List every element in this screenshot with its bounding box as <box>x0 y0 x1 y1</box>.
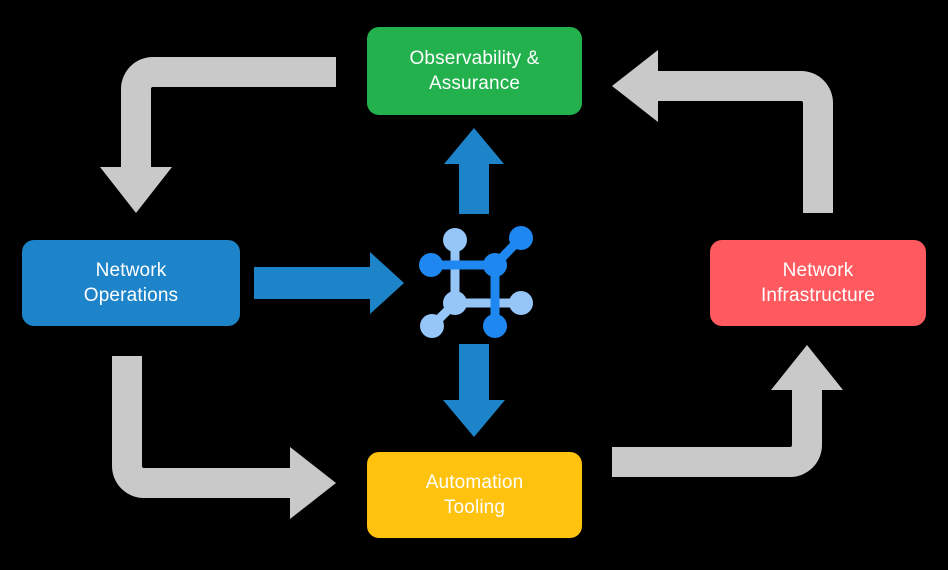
connector-center-to-observability <box>444 128 504 214</box>
node-automation-tooling[interactable]: Automation Tooling <box>367 452 582 538</box>
node-label-automation-tooling: Automation Tooling <box>425 471 524 518</box>
connector-operations-to-automation <box>112 356 336 519</box>
network-topology-icon <box>419 226 533 338</box>
connector-operations-to-center <box>254 252 404 314</box>
connector-center-to-automation <box>443 344 505 437</box>
node-network-infrastructure[interactable]: Network Infrastructure <box>710 240 926 326</box>
connector-infrastructure-to-observability <box>612 50 833 213</box>
node-label-observability-assurance: Observability & Assurance <box>409 47 540 94</box>
connector-automation-to-infrastructure <box>612 345 843 477</box>
node-label-network-infrastructure: Network Infrastructure <box>760 259 876 306</box>
node-label-network-operations: Network Operations <box>83 259 179 306</box>
connector-observability-to-operations <box>100 57 336 213</box>
node-network-operations[interactable]: Network Operations <box>22 240 240 326</box>
node-observability-assurance[interactable]: Observability & Assurance <box>367 27 582 115</box>
